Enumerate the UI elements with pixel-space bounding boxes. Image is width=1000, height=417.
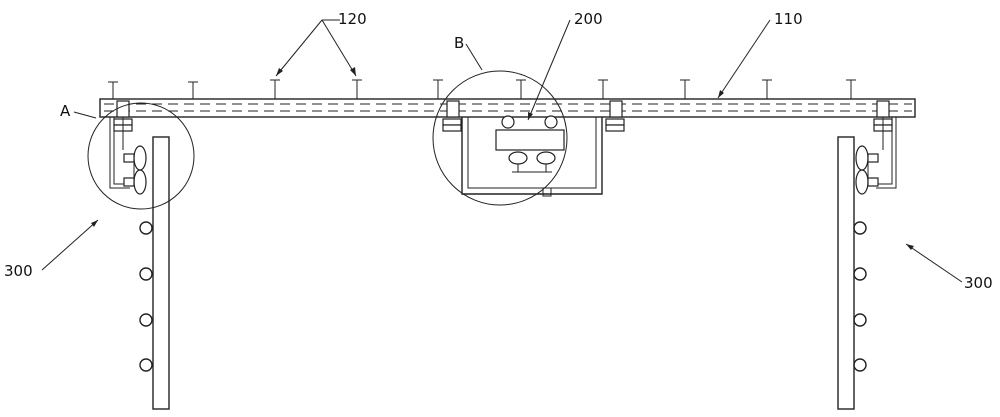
t-bolt (108, 82, 118, 99)
rail-beam (100, 99, 915, 117)
t-bolt (352, 80, 362, 99)
right-hanger (838, 101, 896, 409)
left-hanger (88, 101, 194, 409)
t-bolt (680, 80, 690, 99)
label-b: B (454, 34, 464, 52)
label-300-left: 300 (4, 262, 33, 280)
t-bolt (762, 80, 772, 99)
t-bolt (516, 80, 526, 99)
t-bolt (846, 80, 856, 99)
label-300-right: 300 (964, 274, 993, 292)
label-200: 200 (574, 10, 603, 28)
label-a: A (60, 102, 71, 120)
center-trolley (433, 71, 624, 205)
t-bolt (598, 80, 608, 99)
leader-lines (42, 20, 962, 282)
t-bolt (188, 82, 198, 99)
t-bolts (108, 80, 856, 99)
label-110: 110 (774, 10, 803, 28)
t-bolt (270, 80, 280, 99)
t-bolt (433, 80, 443, 99)
label-120: 120 (338, 10, 367, 28)
